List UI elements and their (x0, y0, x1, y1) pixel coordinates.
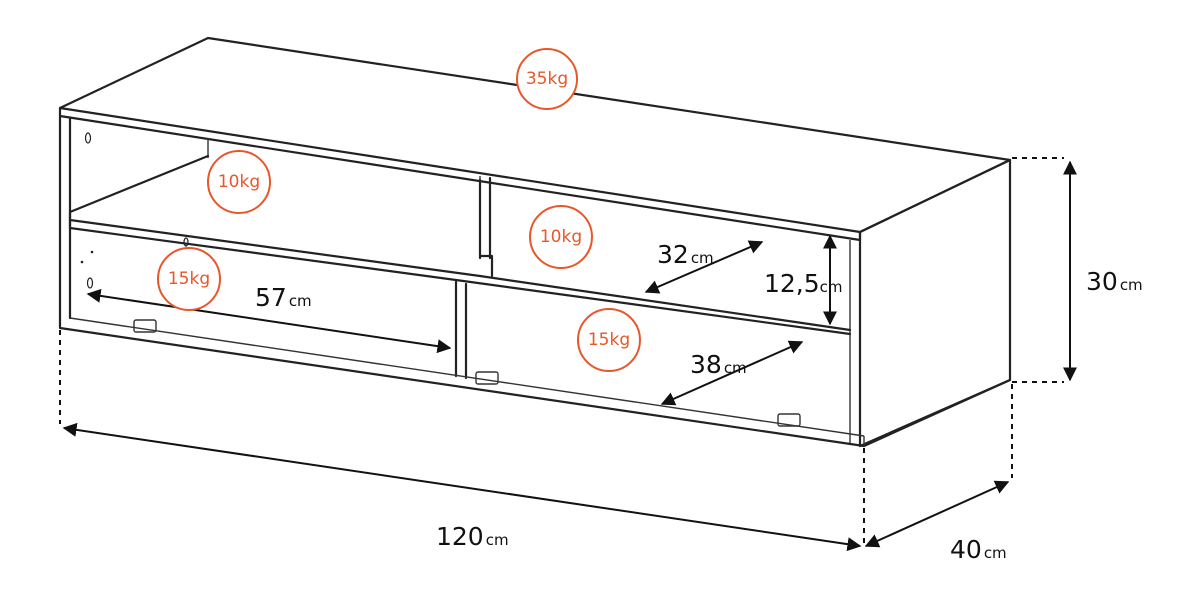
width-arrow (62, 422, 862, 552)
load-badge-upper-right-label: 10kg (540, 227, 582, 247)
load-badge-upper-right: 10kg (529, 205, 593, 269)
load-badge-upper-left: 10kg (207, 150, 271, 214)
inner-depth-lower-arrow (660, 340, 804, 406)
left-side-panel (58, 114, 72, 320)
inner-depth-upper-arrow (644, 240, 764, 294)
base-plinth (58, 314, 1012, 448)
lower-left-width-arrow (86, 288, 452, 354)
load-badge-top-label: 35kg (526, 69, 568, 89)
dimension-arrows (62, 160, 1077, 552)
top-panel-front-edge (58, 106, 862, 242)
connector-fitting (475, 371, 499, 385)
load-badge-lower-left-label: 15kg (168, 269, 210, 289)
load-badge-lower-left: 15kg (157, 247, 221, 311)
depth-arrow (864, 480, 1010, 548)
extension-lines (59, 157, 1064, 546)
load-badge-lower-right: 15kg (577, 308, 641, 372)
load-badge-upper-left-label: 10kg (218, 172, 260, 192)
right-side-panel (858, 158, 1012, 448)
upper-divider (478, 176, 492, 260)
middle-shelf (68, 218, 852, 380)
shelf-height-label: 12,5cm (764, 269, 843, 298)
load-badge-lower-right-label: 15kg (588, 330, 630, 350)
load-badge-top: 35kg (516, 48, 578, 110)
